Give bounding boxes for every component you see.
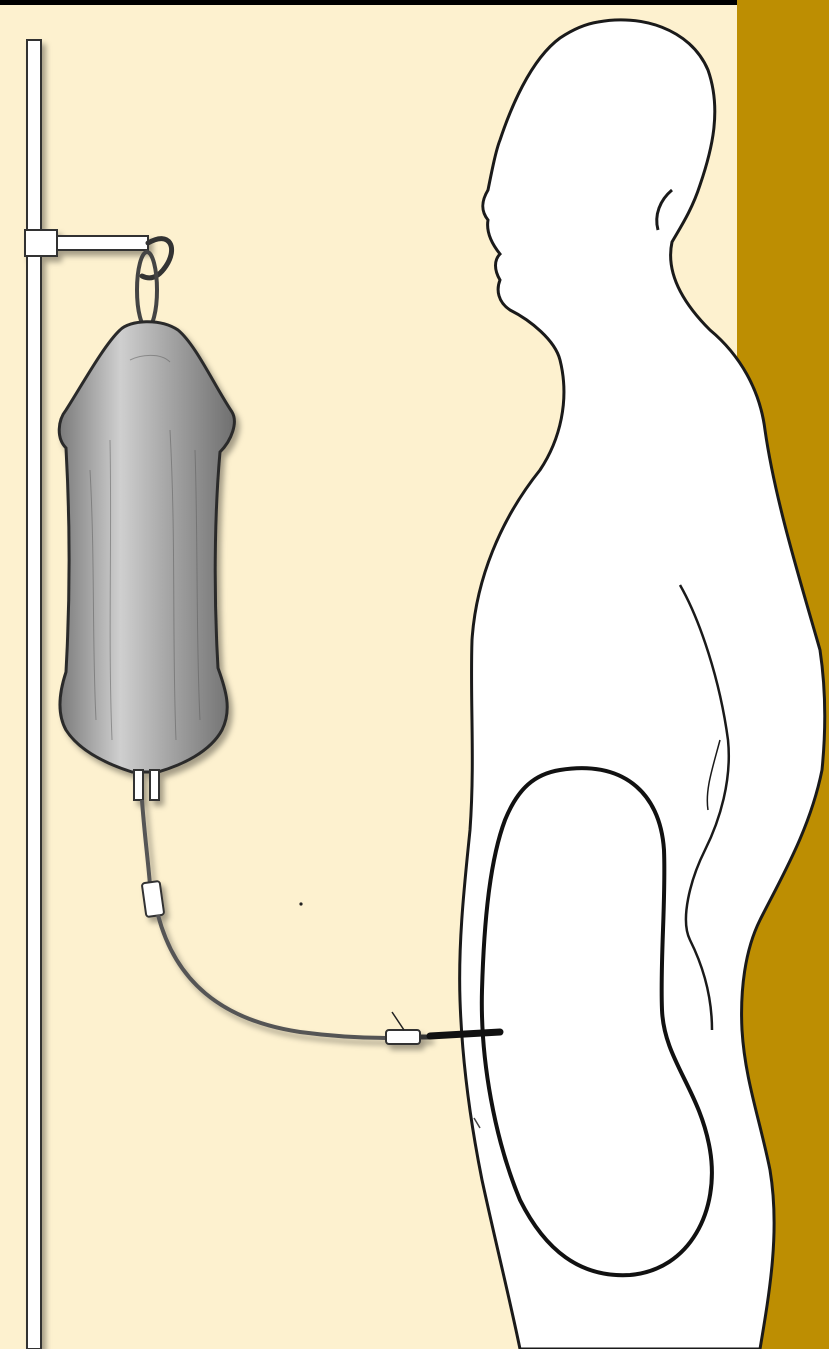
tube-clamp <box>386 1030 420 1044</box>
dialysate-bag <box>59 322 234 800</box>
bag-port-left <box>134 770 143 800</box>
tube-connector <box>142 881 165 917</box>
bag-body <box>59 322 234 772</box>
top-rule <box>0 0 737 5</box>
bag-port-right <box>150 770 159 800</box>
pole-clamp <box>25 230 57 256</box>
catheter <box>430 1032 500 1036</box>
speck-dot <box>299 902 302 905</box>
pole-arm <box>57 236 148 250</box>
